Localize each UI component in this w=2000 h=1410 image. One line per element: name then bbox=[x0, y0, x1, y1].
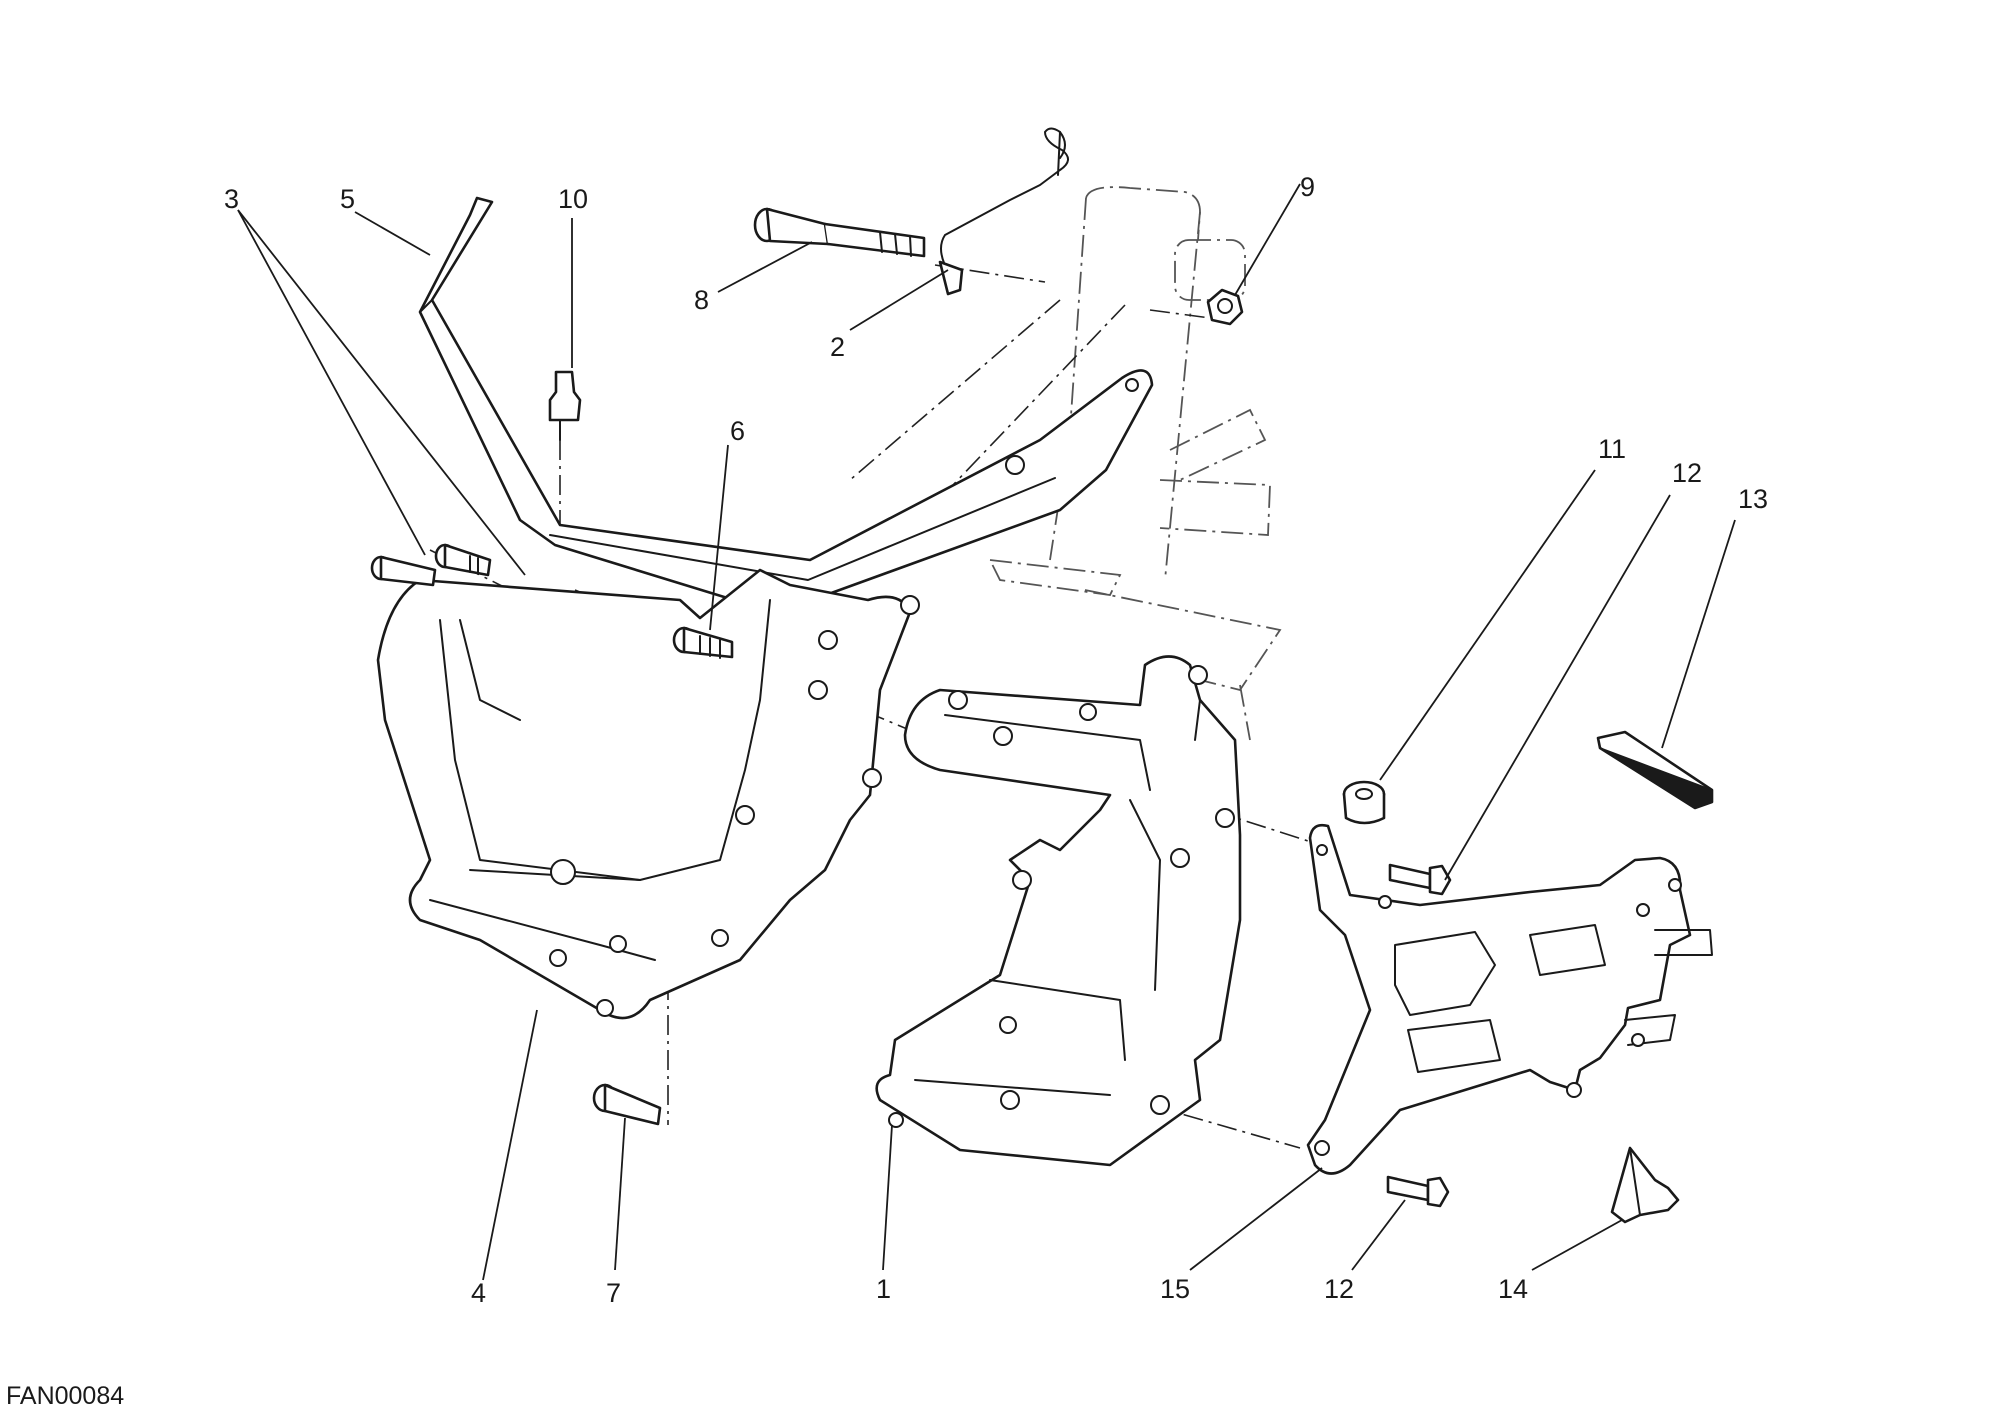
callout-11: 11 bbox=[1598, 434, 1626, 464]
part-12-bolt-lower bbox=[1386, 1175, 1450, 1208]
drawing-code: FAN00084 bbox=[6, 1382, 124, 1410]
part-12-bolt-upper bbox=[1388, 863, 1452, 896]
part-14-clip bbox=[1610, 1146, 1680, 1224]
callout-3: 3 bbox=[224, 184, 239, 214]
part-13-rubber-pad bbox=[1596, 730, 1714, 810]
part-7-bolt bbox=[592, 1083, 662, 1126]
part-6-screw bbox=[672, 626, 734, 659]
callout-13: 13 bbox=[1738, 484, 1768, 514]
part-11-grommet bbox=[1342, 780, 1386, 825]
callout-2: 2 bbox=[830, 332, 845, 362]
callout-12-lower: 12 bbox=[1324, 1274, 1354, 1304]
callout-labels: 3 5 10 8 2 9 6 11 12 13 4 7 1 15 12 14 bbox=[224, 172, 1768, 1308]
callout-leader-lines bbox=[237, 183, 1736, 1281]
part-8-long-bolt bbox=[753, 207, 926, 258]
callout-4: 4 bbox=[471, 1278, 486, 1308]
part-10-stud bbox=[548, 370, 582, 441]
part-5-upper-bar bbox=[418, 196, 1154, 610]
part-1-right-bracket bbox=[875, 655, 1242, 1167]
callout-8: 8 bbox=[694, 285, 709, 315]
part-9-nut bbox=[1206, 288, 1244, 326]
phantom-frame-outline bbox=[988, 186, 1282, 741]
part-3-bolts bbox=[370, 543, 492, 587]
callout-12-upper: 12 bbox=[1672, 458, 1702, 488]
part-2-spring-clip bbox=[938, 127, 1069, 296]
callout-6: 6 bbox=[730, 416, 745, 446]
callout-14: 14 bbox=[1498, 1274, 1528, 1304]
callout-9: 9 bbox=[1300, 172, 1315, 202]
callout-15: 15 bbox=[1160, 1274, 1190, 1304]
callout-1: 1 bbox=[876, 1274, 891, 1304]
callout-10: 10 bbox=[558, 184, 588, 214]
part-4-left-bracket bbox=[376, 568, 920, 1020]
part-15-support-plate bbox=[1306, 823, 1713, 1175]
callout-7: 7 bbox=[606, 1278, 621, 1308]
callout-5: 5 bbox=[340, 184, 355, 214]
